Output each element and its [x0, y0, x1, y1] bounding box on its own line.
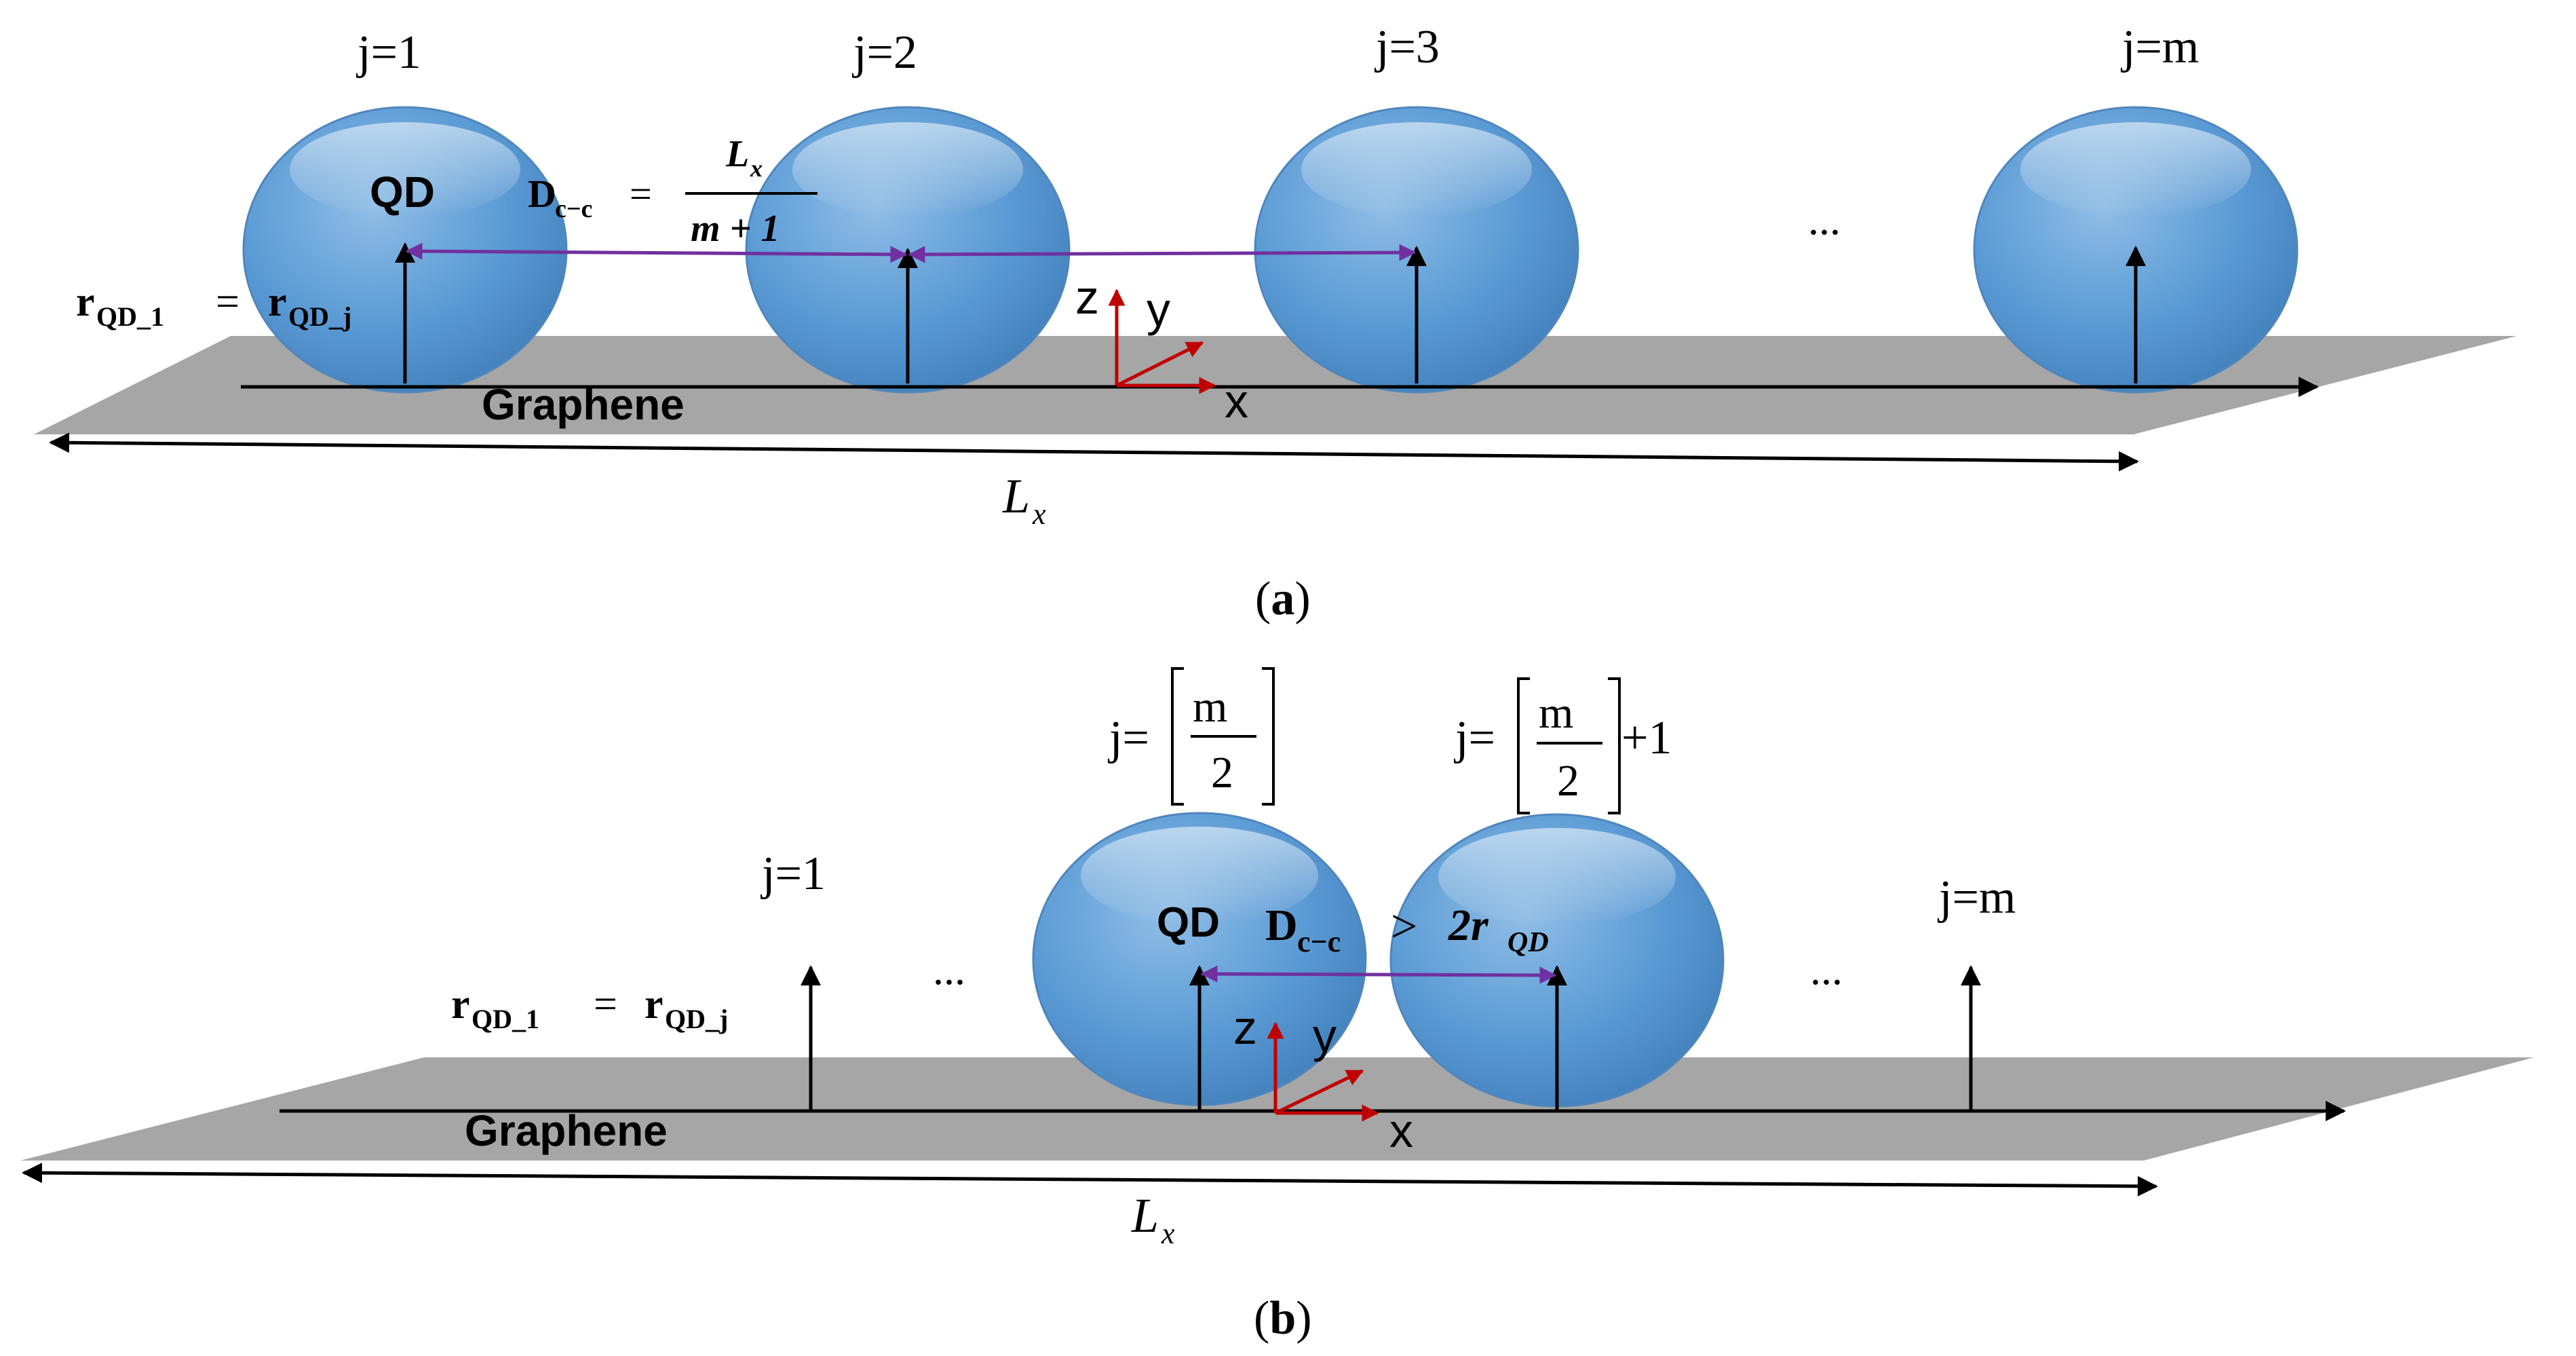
spacing-arrow-b	[1200, 965, 1557, 984]
panel-b: j=1 j=m j= m 2 j= m 2 +1 QD D c−c > 2r	[20, 667, 2534, 1344]
caption-a: (a)	[1255, 573, 1311, 625]
label-j-mid-b: j= m 2	[1107, 667, 1275, 806]
gt-b: >	[1391, 901, 1417, 953]
axis-x-label-a: x	[1225, 375, 1248, 428]
qd-label-b: QD	[1157, 899, 1220, 946]
radius-formula-b: r QD_1 = r QD_j	[451, 981, 728, 1034]
rj-sub-b: QD_j	[665, 1004, 728, 1034]
label-jm-a: j=m	[2120, 21, 2199, 73]
ellipsis-left-b: ...	[933, 945, 965, 994]
qd-label-a: QD	[370, 168, 435, 216]
spacing-arrow-a12	[405, 242, 908, 263]
j-mid-prefix-b: j=	[1107, 712, 1149, 764]
spacing-formula-a: D c−c = L x m + 1	[528, 133, 818, 250]
axis-x-label-b: x	[1389, 1104, 1413, 1157]
length-arrow-a	[49, 432, 2139, 472]
caption-b: (b)	[1254, 1292, 1312, 1344]
quantum-dot-b2	[1389, 813, 1725, 1108]
two-r-sub-b: QD	[1507, 927, 1549, 958]
dcc-symbol-a: D	[528, 172, 556, 216]
ellipsis-a: ...	[1808, 195, 1841, 244]
dcc-symbol-b: D	[1265, 901, 1298, 950]
axis-y-label-b: y	[1313, 1009, 1337, 1062]
label-j3-a: j=3	[1374, 21, 1440, 73]
ellipsis-right-b: ...	[1810, 945, 1843, 994]
length-L-b: L	[1131, 1188, 1159, 1243]
axis-z-label-a: z	[1075, 271, 1099, 324]
length-L-a: L	[1002, 469, 1030, 523]
r1-a: r	[76, 279, 95, 325]
axis-y-label-a: y	[1147, 283, 1170, 336]
two-r-b: 2r	[1448, 901, 1489, 950]
rj-a: r	[268, 279, 287, 325]
j-mid-num-b: m	[1193, 682, 1227, 732]
j-mid2-num-b: m	[1539, 688, 1573, 738]
j-mid-den-b: 2	[1211, 748, 1233, 797]
length-sub-b: x	[1161, 1217, 1175, 1250]
radius-formula-a: r QD_1 = r QD_j	[76, 279, 351, 332]
panel-a: j=1 j=2 j=3 j=m QD D c−c = L x m + 1 r Q…	[34, 21, 2517, 625]
j-mid2-den-b: 2	[1557, 756, 1579, 806]
r1-sub-b: QD_1	[472, 1004, 539, 1034]
radius-equals-a: =	[216, 279, 239, 325]
label-jm-b: j=m	[1937, 871, 2016, 924]
frac-num-L-a: L	[725, 133, 749, 175]
frac-den-a: m + 1	[691, 208, 780, 250]
label-j2-a: j=2	[851, 26, 917, 79]
dcc-sub-b: c−c	[1297, 925, 1341, 958]
length-sub-a: x	[1032, 497, 1046, 531]
radius-equals-b: =	[594, 981, 617, 1028]
coordinate-axes-a	[1108, 288, 1216, 394]
j-mid2-plus-b: +1	[1621, 712, 1672, 764]
graphene-label-b: Graphene	[465, 1106, 668, 1155]
label-j-mid2-b: j= m 2 +1	[1453, 677, 1672, 814]
r1-sub-a: QD_1	[96, 301, 164, 332]
dcc-sub-a: c−c	[555, 195, 592, 223]
rj-b: r	[645, 981, 664, 1028]
length-arrow-b	[22, 1163, 2158, 1197]
label-j1-b: j=1	[760, 848, 826, 900]
spacing-formula-b: D c−c > 2r QD	[1265, 901, 1549, 958]
axis-z-label-b: z	[1233, 1001, 1257, 1054]
equals-a: =	[630, 172, 652, 216]
r1-b: r	[451, 981, 470, 1028]
coordinate-axes-b	[1267, 1021, 1379, 1122]
j-mid2-prefix-b: j=	[1453, 712, 1495, 764]
rj-sub-a: QD_j	[288, 301, 351, 332]
frac-num-x-a: x	[750, 155, 763, 182]
label-j1-a: j=1	[355, 26, 421, 79]
graphene-label-a: Graphene	[482, 380, 685, 429]
spacing-arrow-a23	[908, 244, 1417, 263]
